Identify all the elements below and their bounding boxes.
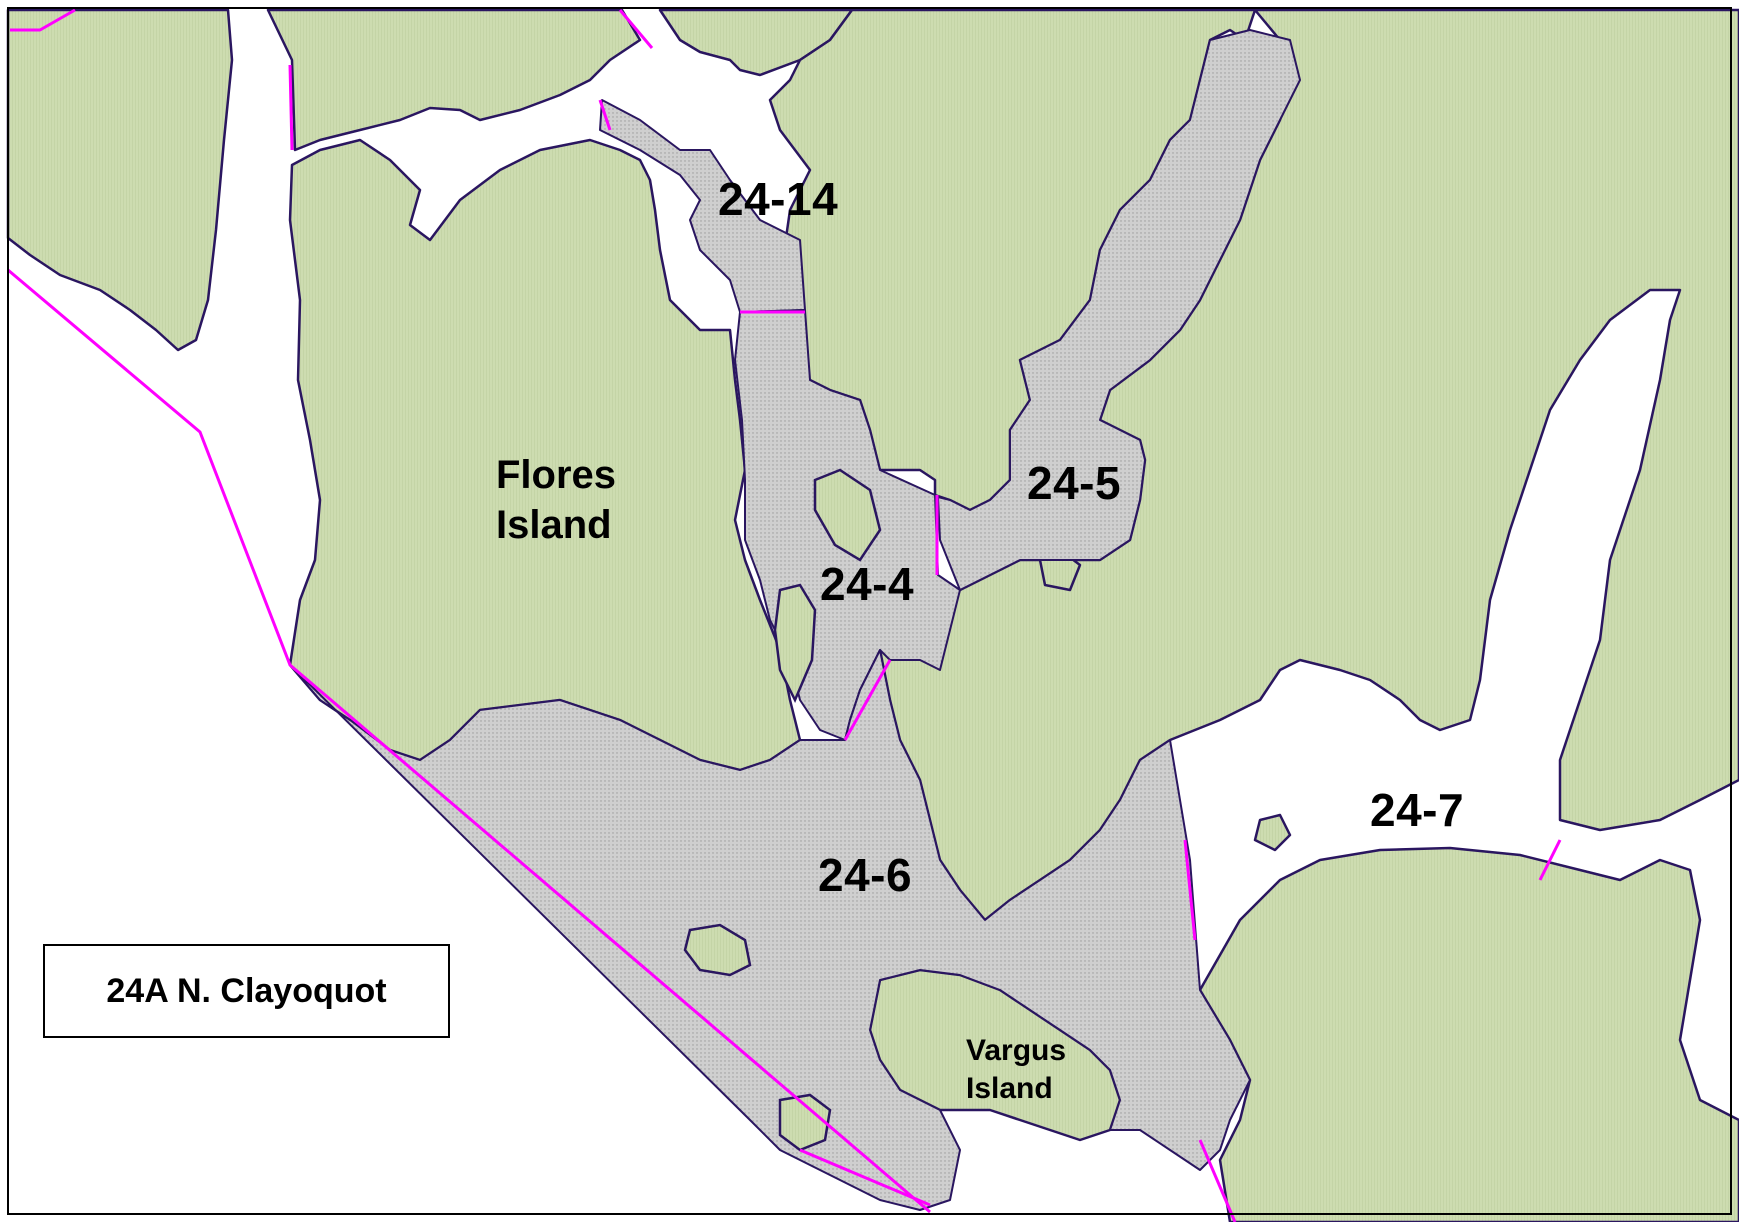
flores-island-label: Flores Island bbox=[496, 450, 616, 550]
boundary-24-6-south bbox=[1198, 1139, 1237, 1222]
boundary-24-7-east bbox=[1538, 839, 1562, 881]
flores-island-label-line1: Flores bbox=[496, 453, 617, 497]
north-land bbox=[266, 8, 642, 152]
islet-24-4-b bbox=[773, 583, 817, 703]
northwest-land bbox=[6, 8, 234, 352]
boundary-north-channel bbox=[288, 64, 294, 151]
area-label-24-14: 24-14 bbox=[718, 173, 839, 225]
islet-5 bbox=[1253, 813, 1292, 852]
boundary-north-channel-2 bbox=[618, 9, 654, 49]
map-frame bbox=[7, 7, 1732, 1215]
islet-24-6-b bbox=[778, 1093, 832, 1152]
area-label-24-4: 24-4 bbox=[820, 558, 915, 610]
flores-island-label-line2: Island bbox=[496, 503, 612, 547]
map-title: 24A N. Clayoquot bbox=[106, 971, 387, 1010]
boundary-24-6-vargus bbox=[799, 1148, 931, 1207]
boundary-24-4-24-6 bbox=[843, 659, 892, 741]
area-label-24-7: 24-7 bbox=[1370, 784, 1465, 836]
islet-24-6-a bbox=[683, 923, 752, 977]
boundary-offshore-west bbox=[7, 268, 931, 1214]
area-label-24-5: 24-5 bbox=[1027, 457, 1122, 509]
subarea-24-6-fill bbox=[289, 649, 1251, 1211]
islet-24-4-a bbox=[813, 468, 882, 562]
subarea-24-5-fill bbox=[937, 29, 1301, 591]
boundary-lines bbox=[7, 8, 1562, 1222]
vargus-island-label-line1: Vargus bbox=[966, 1034, 1067, 1067]
boundary-24-14-west bbox=[598, 99, 612, 131]
boundary-24-6-24-7 bbox=[1183, 839, 1197, 941]
map-title-box: 24A N. Clayoquot bbox=[43, 944, 450, 1038]
area-label-24-6: 24-6 bbox=[818, 849, 913, 901]
vargus-island-label-line2: Island bbox=[966, 1072, 1053, 1105]
vargus-island-label: Vargus Island bbox=[966, 1032, 1066, 1108]
southeast-land bbox=[1198, 846, 1739, 1222]
boundary-northwest-corner bbox=[10, 8, 76, 32]
